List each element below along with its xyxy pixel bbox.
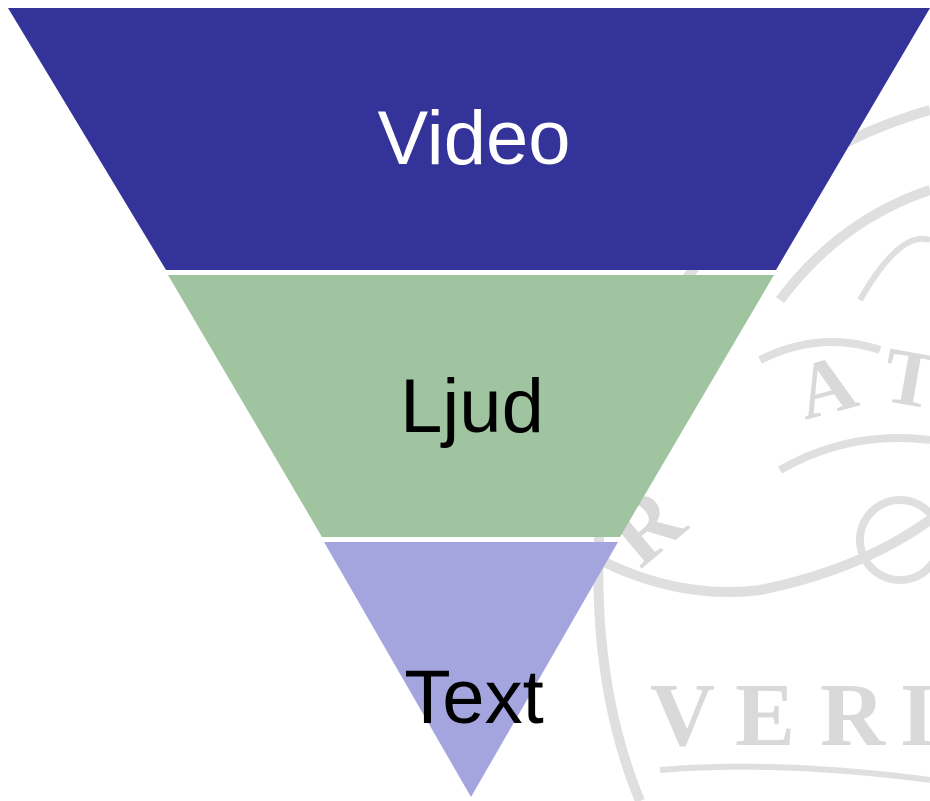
seal-letter: V (650, 666, 715, 765)
seal-letter: I (900, 666, 930, 765)
funnel-layer-label: Ljud (400, 364, 544, 449)
funnel-layer-text (324, 542, 618, 797)
funnel-layer-video (8, 8, 930, 270)
funnel-layer-ljud (168, 275, 774, 537)
seal-letter: R (820, 666, 886, 765)
funnel-layer-label: Video (377, 96, 570, 181)
funnel-layer-label: Text (404, 655, 543, 740)
seal-letter: E (735, 666, 795, 765)
